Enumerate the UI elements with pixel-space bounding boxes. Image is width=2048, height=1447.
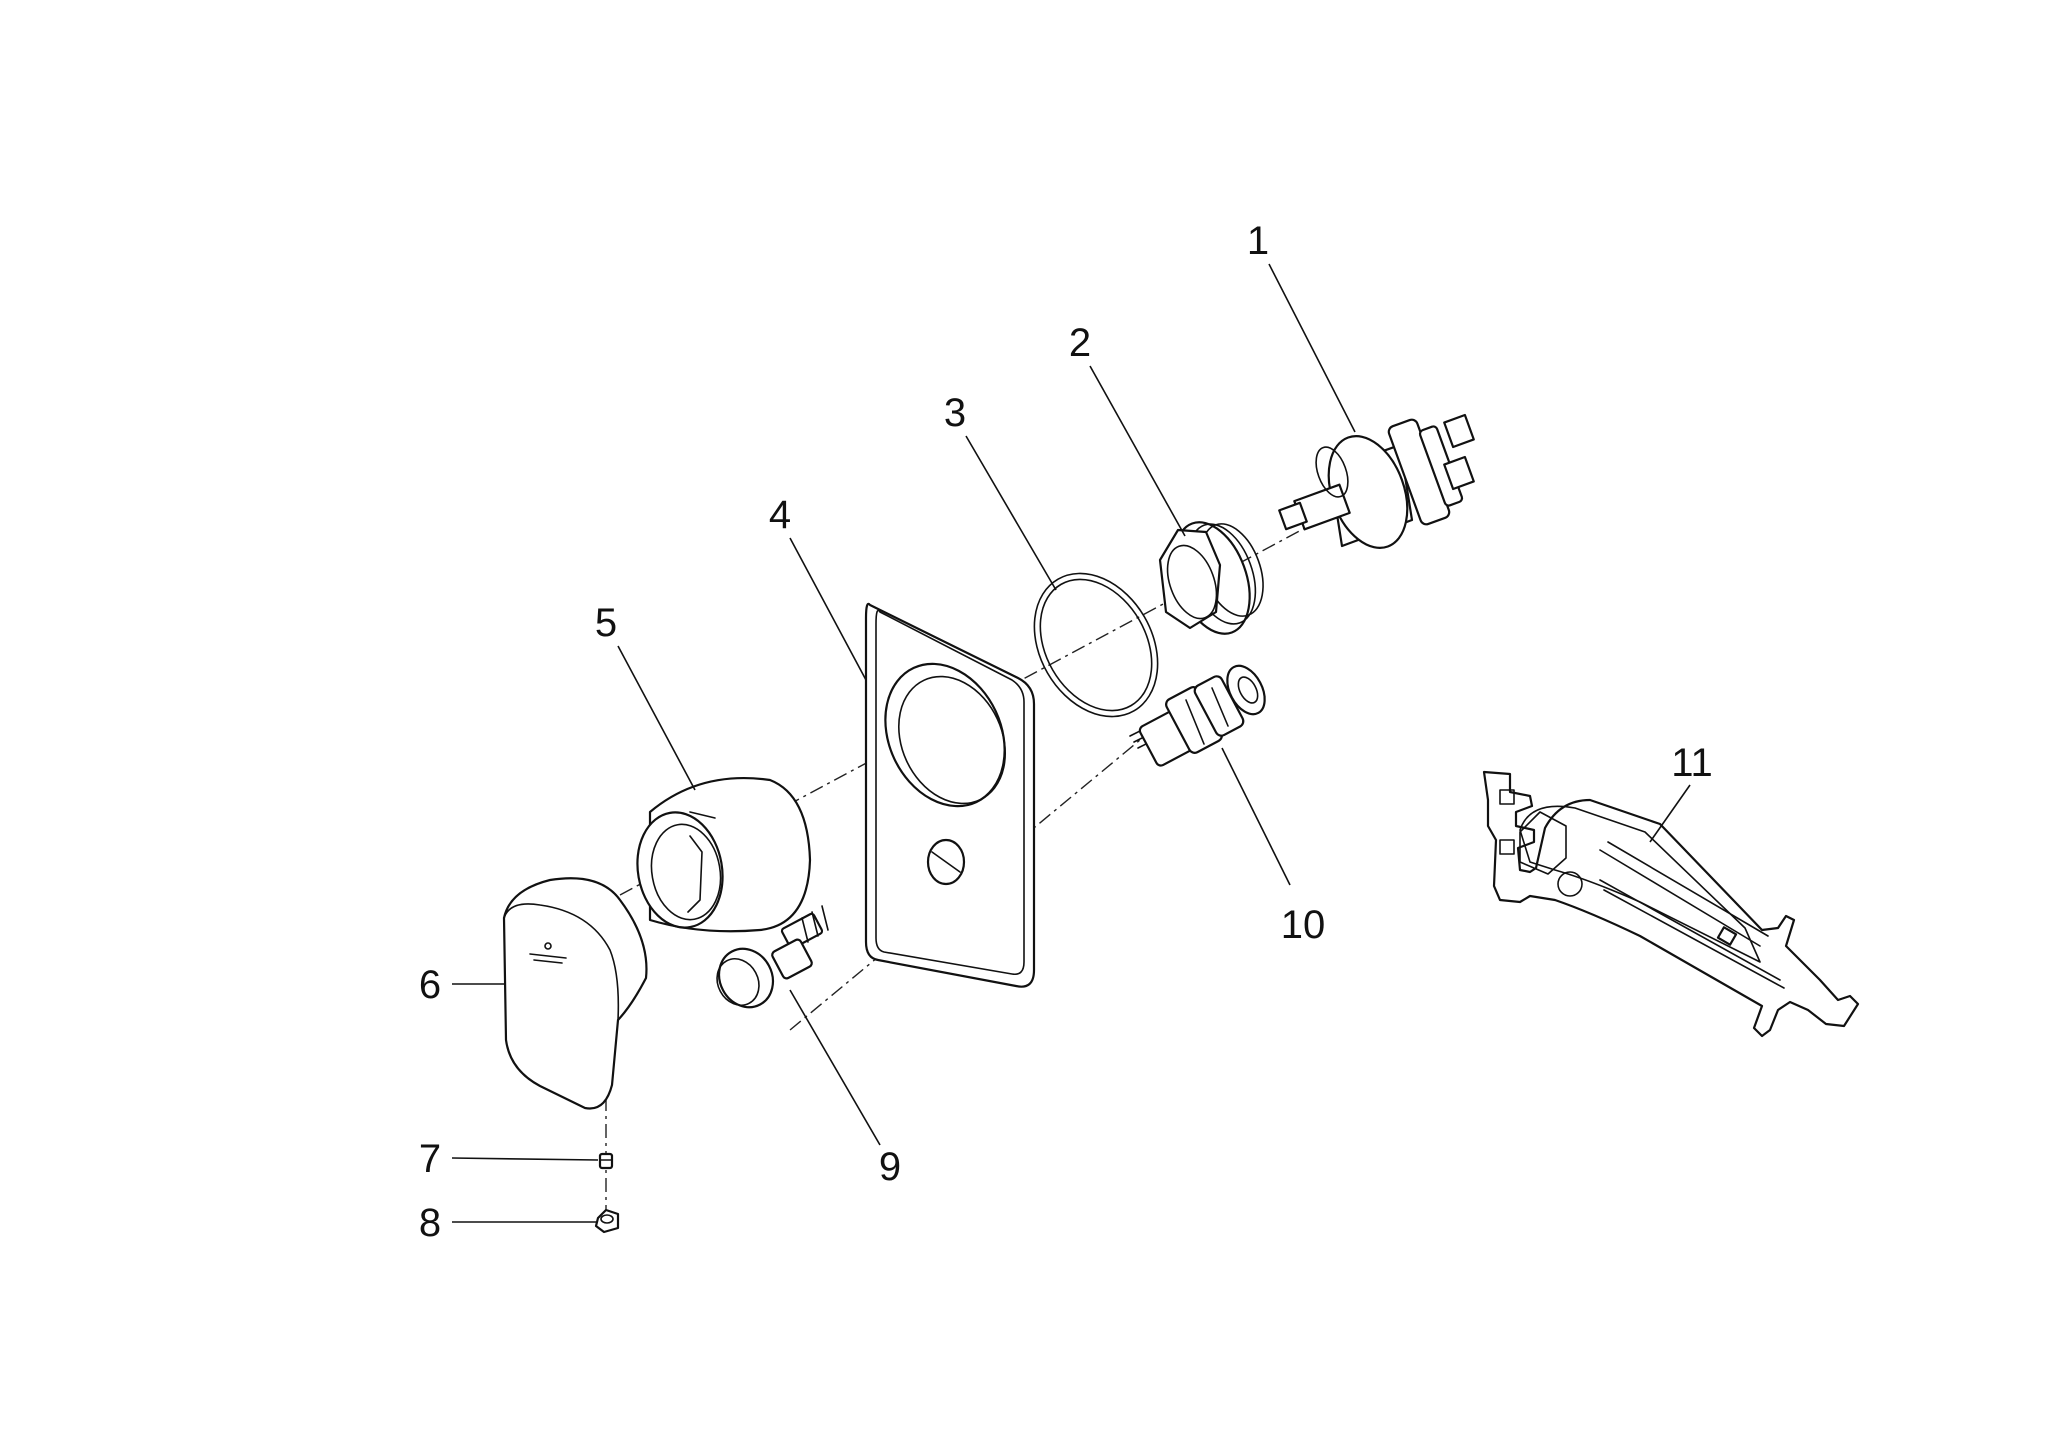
leader-11: [1649, 784, 1691, 843]
part-6-lever-handle: [502, 877, 648, 1110]
part-3-o-ring: [1033, 572, 1159, 718]
part-9-diverter-knob: [716, 905, 829, 1009]
leader-4: [789, 537, 867, 681]
callout-8: 8: [419, 1201, 441, 1245]
callout-labels: 1 2 3 4 5 6 7 8 9 10 11: [419, 219, 1713, 1245]
leader-5: [617, 645, 696, 791]
leader-1: [1268, 263, 1356, 433]
leader-3: [965, 435, 1057, 591]
leader-7: [451, 1157, 599, 1161]
part-8-cap: [594, 1208, 620, 1234]
part-11-assembly-key: [1482, 770, 1860, 1038]
part-4-cover-plate: [864, 602, 1036, 988]
brand-logo-mark: [529, 942, 567, 964]
callout-10: 10: [1281, 903, 1326, 947]
callout-4: 4: [769, 493, 791, 537]
callout-5: 5: [595, 601, 617, 645]
leader-9: [789, 989, 881, 1146]
callout-9: 9: [879, 1145, 901, 1189]
leader-2: [1089, 365, 1186, 537]
callout-1: 1: [1247, 219, 1269, 263]
callout-11: 11: [1671, 741, 1713, 785]
callout-2: 2: [1069, 321, 1091, 365]
leader-10: [1221, 747, 1291, 886]
part-1-cartridge: [1278, 413, 1475, 549]
callout-6: 6: [419, 963, 441, 1007]
part-7-grub-screw: [598, 1152, 614, 1170]
callout-7: 7: [419, 1137, 441, 1181]
leader-lines: [451, 263, 1691, 1223]
callout-3: 3: [944, 391, 966, 435]
part-2-hex-nut: [1158, 521, 1264, 635]
part-5-sleeve: [636, 777, 812, 933]
part-10-diverter-cartridge: [1129, 664, 1266, 767]
